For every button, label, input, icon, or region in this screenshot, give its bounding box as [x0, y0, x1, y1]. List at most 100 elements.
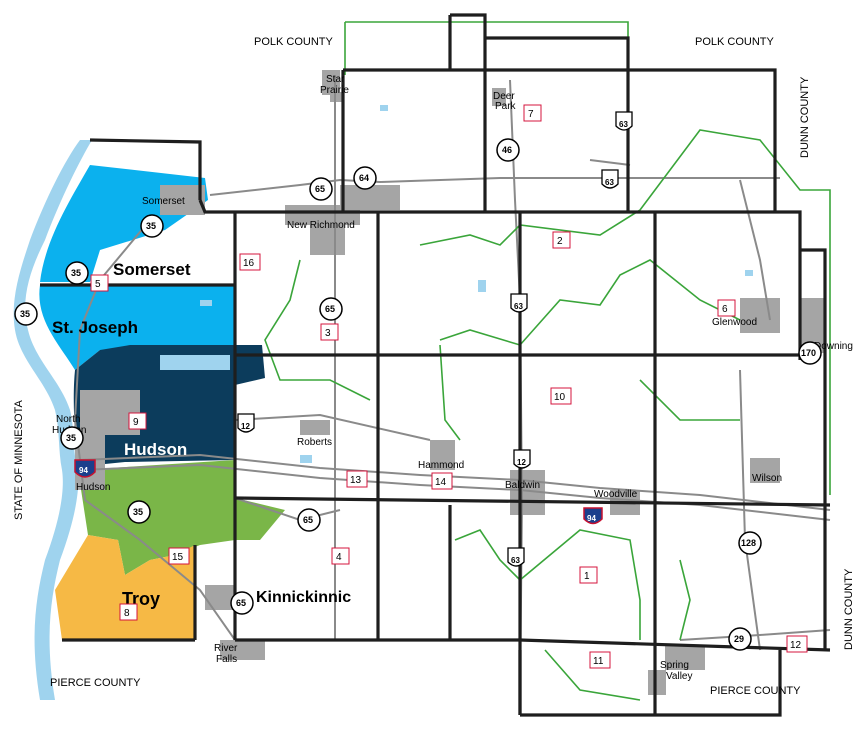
district-box-8: 8 [119, 603, 138, 621]
district-box-2: 2 [552, 231, 571, 249]
county-label-polk-east: POLK COUNTY [695, 36, 775, 48]
town-label-wilson: Wilson [752, 473, 782, 484]
state-label-minnesota: STATE OF MINNESOTA [13, 400, 25, 520]
highway-number: 35 [20, 309, 30, 319]
highway-shield-35-b: 35 [65, 261, 89, 285]
district-number: 14 [435, 477, 447, 488]
district-box-11: 11 [589, 651, 611, 669]
district-box-14: 14 [431, 472, 453, 490]
region-label-kinnickinnic: Kinnickinnic [256, 589, 351, 606]
district-box-1: 1 [579, 566, 598, 584]
highway-shield-65-c: 65 [297, 508, 321, 532]
district-number: 13 [350, 475, 362, 486]
district-number: 2 [557, 236, 563, 247]
highway-number: 12 [241, 422, 250, 431]
district-number: 12 [790, 640, 802, 651]
town-label-deer-park-1: Deer [493, 91, 515, 102]
town-label-hudson: Hudson [76, 482, 110, 493]
highway-number: 94 [587, 514, 596, 523]
highway-number: 35 [66, 433, 76, 443]
highway-number: 128 [741, 538, 756, 548]
highway-shield-65-d: 65 [230, 591, 254, 615]
highway-number: 65 [315, 184, 325, 194]
lakes [160, 105, 753, 463]
region-st-joseph-area [39, 285, 236, 370]
us-highway-shield-63-d: 63 [507, 547, 525, 567]
district-box-16: 16 [239, 253, 261, 271]
district-box-9: 9 [128, 412, 147, 430]
highway-number: 65 [303, 515, 313, 525]
region-label-st-joseph: St. Joseph [52, 318, 138, 337]
town-label-spring-valley-1: Spring [660, 660, 689, 671]
town-label-roberts: Roberts [297, 437, 332, 448]
county-label-polk-west: POLK COUNTY [254, 36, 334, 48]
district-box-4: 4 [331, 547, 350, 565]
highway-shield-65-a: 65 [309, 177, 333, 201]
town-label-spring-valley-2: Valley [666, 671, 693, 682]
highway-number: 63 [605, 178, 614, 187]
highway-shield-35-a: 35 [140, 214, 164, 238]
interstate-shield-94-a: 94 [74, 459, 96, 478]
district-number: 15 [172, 552, 184, 563]
region-label-hudson: Hudson [124, 440, 187, 459]
highway-number: 94 [79, 466, 88, 475]
us-highway-shield-63-b: 63 [601, 169, 619, 189]
district-box-5: 5 [90, 274, 109, 292]
highway-number: 64 [359, 173, 369, 183]
highway-number: 46 [502, 145, 512, 155]
town-label-river-falls-2: Falls [216, 654, 237, 665]
town-label-hammond: Hammond [418, 460, 464, 471]
highway-shield-128: 128 [738, 531, 762, 555]
town-label-somerset: Somerset [142, 196, 185, 207]
highway-number: 63 [514, 302, 523, 311]
region-troy-area [55, 535, 195, 640]
highway-shield-170: 170 [798, 341, 822, 365]
district-number: 7 [528, 109, 534, 120]
district-box-13: 13 [346, 470, 368, 488]
highway-number: 35 [146, 221, 156, 231]
district-box-10: 10 [550, 387, 572, 405]
highway-number: 29 [734, 634, 744, 644]
region-kinnickinnic-area [78, 460, 285, 575]
district-box-3: 3 [320, 323, 339, 341]
highway-number: 65 [325, 304, 335, 314]
district-box-15: 15 [168, 547, 190, 565]
town-label-baldwin: Baldwin [505, 480, 540, 491]
town-label-river-falls-1: River [214, 643, 238, 654]
highway-number: 63 [619, 120, 628, 129]
highway-number: 35 [71, 268, 81, 278]
us-highway-shield-63-a: 63 [615, 111, 633, 131]
district-number: 9 [133, 417, 139, 428]
region-label-somerset: Somerset [113, 260, 191, 279]
district-number: 4 [336, 552, 342, 563]
county-label-dunn-south: DUNN COUNTY [843, 568, 855, 650]
town-label-north-hudson-1: North [56, 414, 80, 425]
highway-shield-65-b: 65 [319, 297, 343, 321]
us-highway-shield-12-b: 12 [513, 449, 531, 469]
highway-number: 63 [511, 556, 520, 565]
district-box-7: 7 [523, 104, 542, 122]
district-number: 5 [95, 279, 101, 290]
highway-number: 170 [801, 348, 816, 358]
district-number: 8 [124, 608, 130, 619]
district-number: 10 [554, 392, 566, 403]
highway-number: 65 [236, 598, 246, 608]
district-number: 16 [243, 258, 255, 269]
county-label-pierce-east: PIERCE COUNTY [710, 685, 801, 697]
boundary-lines [40, 13, 831, 717]
us-highway-shield-63-c: 63 [510, 293, 528, 313]
highway-number: 35 [133, 507, 143, 517]
district-box-12: 12 [786, 635, 808, 653]
county-label-dunn-north: DUNN COUNTY [799, 76, 811, 158]
district-lines [264, 21, 831, 701]
county-label-pierce-west: PIERCE COUNTY [50, 677, 141, 689]
highway-shield-35-e: 35 [127, 500, 151, 524]
district-number: 3 [325, 328, 331, 339]
highway-shield-35-c: 35 [14, 302, 38, 326]
highway-shield-29: 29 [728, 627, 752, 651]
highway-number: 12 [517, 458, 526, 467]
highway-shield-35-d: 35 [60, 426, 84, 450]
district-number: 6 [722, 304, 728, 315]
district-number: 1 [584, 571, 590, 582]
